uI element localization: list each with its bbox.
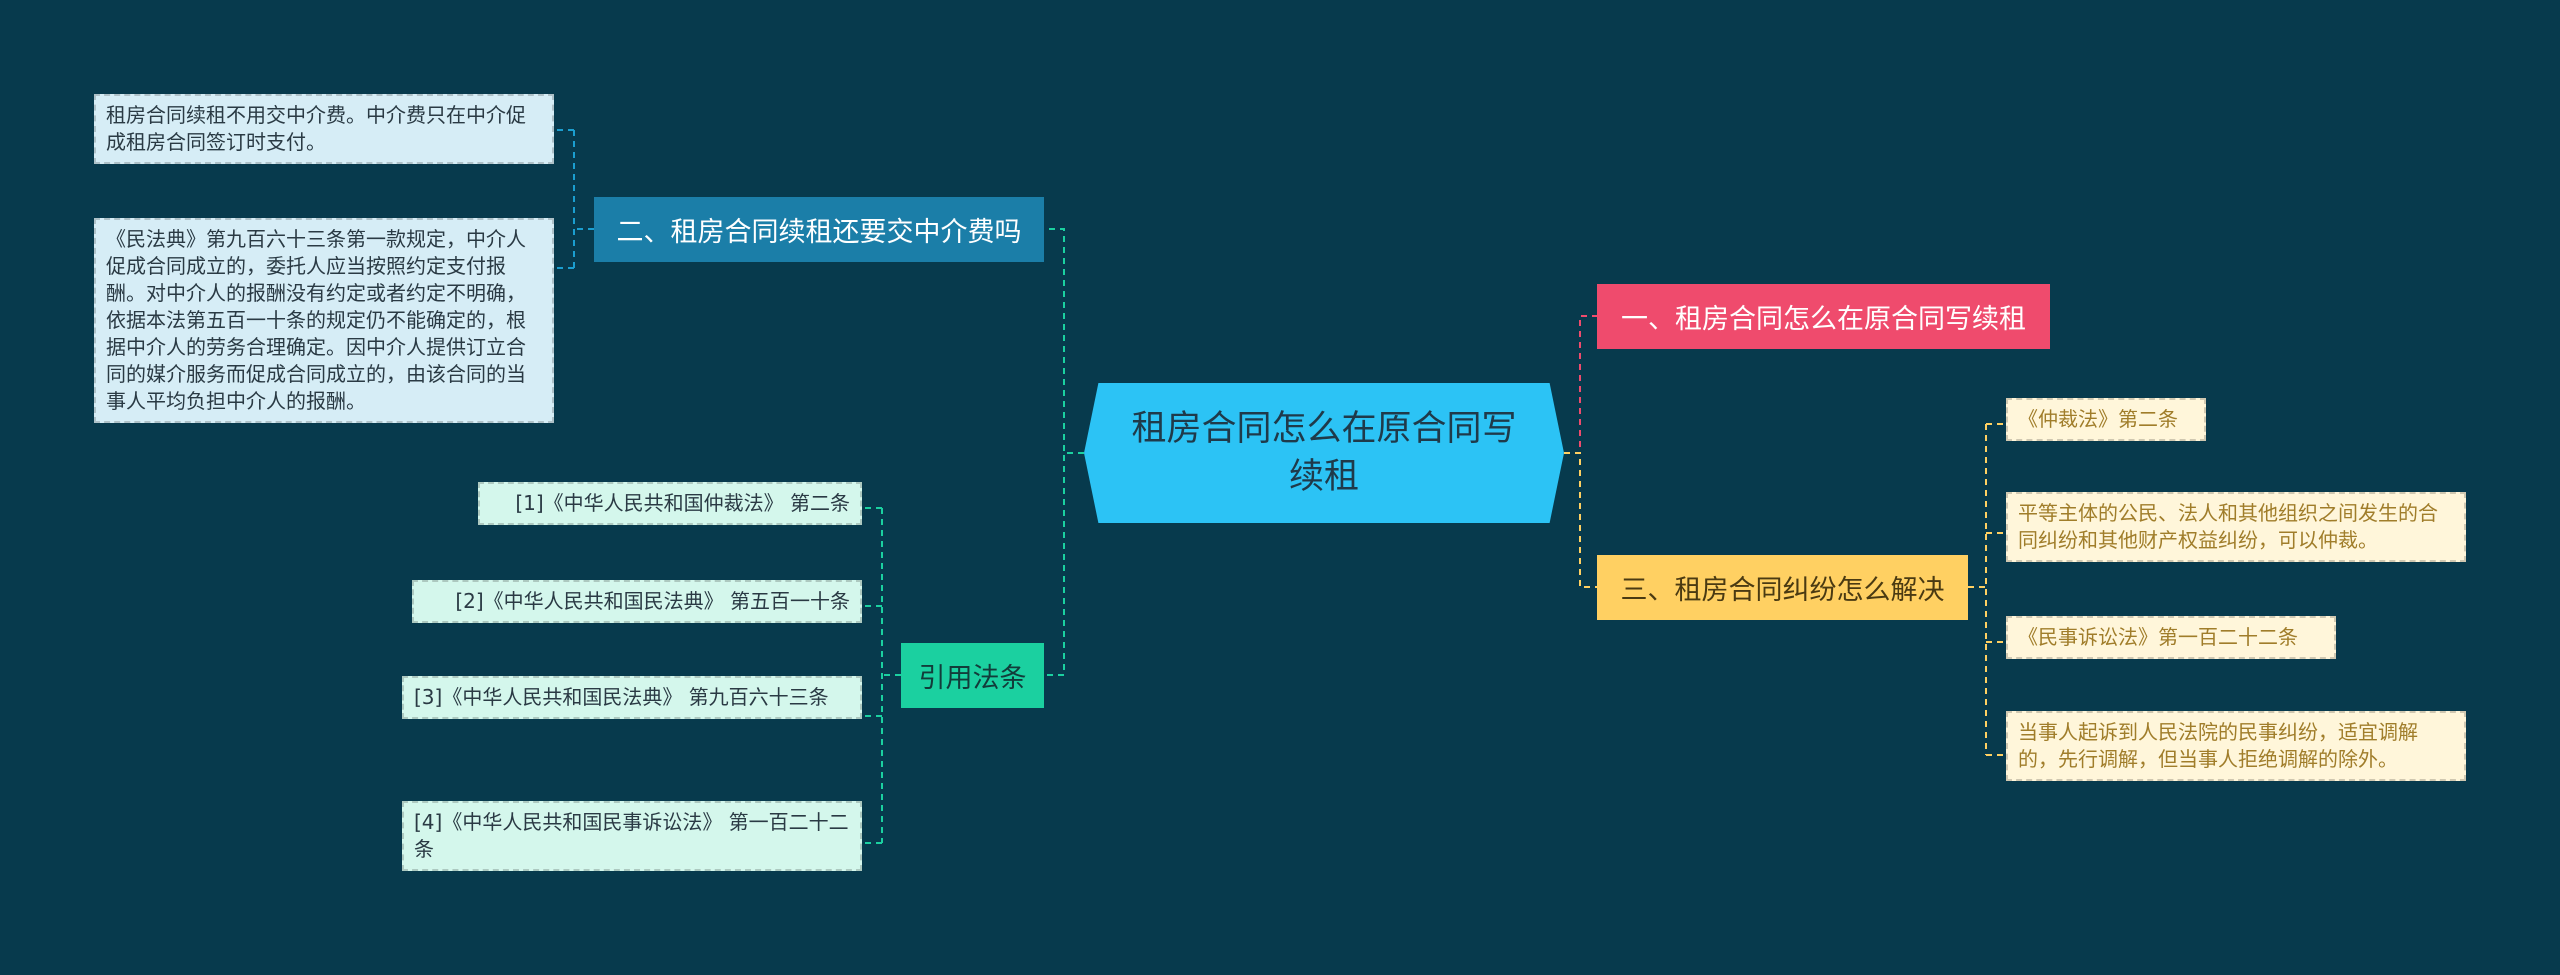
leaf-citation-2[interactable]: [2]《中华人民共和国民法典》 第五百一十条 (412, 580, 862, 623)
branch-how-to-renew-label: 一、租房合同怎么在原合同写续租 (1621, 304, 2026, 335)
leaf-civil-procedure-law-text: 《民事诉讼法》第一百二十二条 (2018, 625, 2298, 649)
leaf-citation-2-text: [2]《中华人民共和国民法典》 第五百一十条 (455, 589, 850, 613)
branch-dispute-resolution[interactable]: 三、租房合同纠纷怎么解决 (1597, 555, 1968, 620)
leaf-citation-1[interactable]: [1]《中华人民共和国仲裁法》 第二条 (478, 482, 862, 525)
leaf-citation-4-text: [4]《中华人民共和国民事诉讼法》 第一百二十二条 (414, 810, 849, 861)
branch-how-to-renew[interactable]: 一、租房合同怎么在原合同写续租 (1597, 284, 2050, 349)
leaf-civil-code-963[interactable]: 《民法典》第九百六十三条第一款规定，中介人促成合同成立的，委托人应当按照约定支付… (94, 218, 554, 423)
connector-citations-leaves (862, 507, 901, 844)
central-topic-label: 租房合同怎么在原合同写续租 (1131, 409, 1517, 497)
branch-cited-laws-label: 引用法条 (918, 663, 1027, 694)
leaf-arbitration-law[interactable]: 《仲裁法》第二条 (2006, 398, 2206, 441)
leaf-arbitration-law-text: 《仲裁法》第二条 (2018, 407, 2178, 431)
leaf-arbitration-scope-text: 平等主体的公民、法人和其他组织之间发生的合同纠纷和其他财产权益纠纷，可以仲裁。 (2018, 501, 2438, 552)
branch-intermediary-fee-label: 二、租房合同续租还要交中介费吗 (616, 217, 1022, 248)
leaf-civil-procedure-law[interactable]: 《民事诉讼法》第一百二十二条 (2006, 616, 2336, 659)
leaf-arbitration-scope[interactable]: 平等主体的公民、法人和其他组织之间发生的合同纠纷和其他财产权益纠纷，可以仲裁。 (2006, 492, 2466, 562)
branch-cited-laws[interactable]: 引用法条 (901, 643, 1044, 708)
branch-dispute-resolution-label: 三、租房合同纠纷怎么解决 (1620, 575, 1945, 606)
branch-intermediary-fee[interactable]: 二、租房合同续租还要交中介费吗 (594, 197, 1044, 262)
leaf-citation-3[interactable]: [3]《中华人民共和国民法典》 第九百六十三条 (402, 676, 862, 719)
leaf-citation-1-text: [1]《中华人民共和国仲裁法》 第二条 (515, 491, 850, 515)
leaf-citation-3-text: [3]《中华人民共和国民法典》 第九百六十三条 (414, 685, 829, 709)
connector-branch-3-leaves (1968, 423, 2006, 756)
leaf-no-fee-text: 租房合同续租不用交中介费。中介费只在中介促成租房合同签订时支付。 (106, 103, 526, 154)
connector-center-to-branch-3 (1564, 452, 1597, 588)
leaf-mediation-first-text: 当事人起诉到人民法院的民事纠纷，适宜调解的，先行调解，但当事人拒绝调解的除外。 (2018, 720, 2418, 771)
connector-branch-2-leaves (554, 129, 594, 269)
leaf-no-fee[interactable]: 租房合同续租不用交中介费。中介费只在中介促成租房合同签订时支付。 (94, 94, 554, 164)
connector-center-to-branch-2 (1044, 228, 1084, 454)
leaf-civil-code-963-text: 《民法典》第九百六十三条第一款规定，中介人促成合同成立的，委托人应当按照约定支付… (106, 227, 526, 413)
connector-center-to-citations (1044, 452, 1084, 676)
leaf-mediation-first[interactable]: 当事人起诉到人民法院的民事纠纷，适宜调解的，先行调解，但当事人拒绝调解的除外。 (2006, 711, 2466, 781)
central-topic[interactable]: 租房合同怎么在原合同写续租 (1084, 383, 1564, 523)
connector-center-to-branch-1 (1564, 315, 1597, 454)
leaf-citation-4[interactable]: [4]《中华人民共和国民事诉讼法》 第一百二十二条 (402, 801, 862, 871)
